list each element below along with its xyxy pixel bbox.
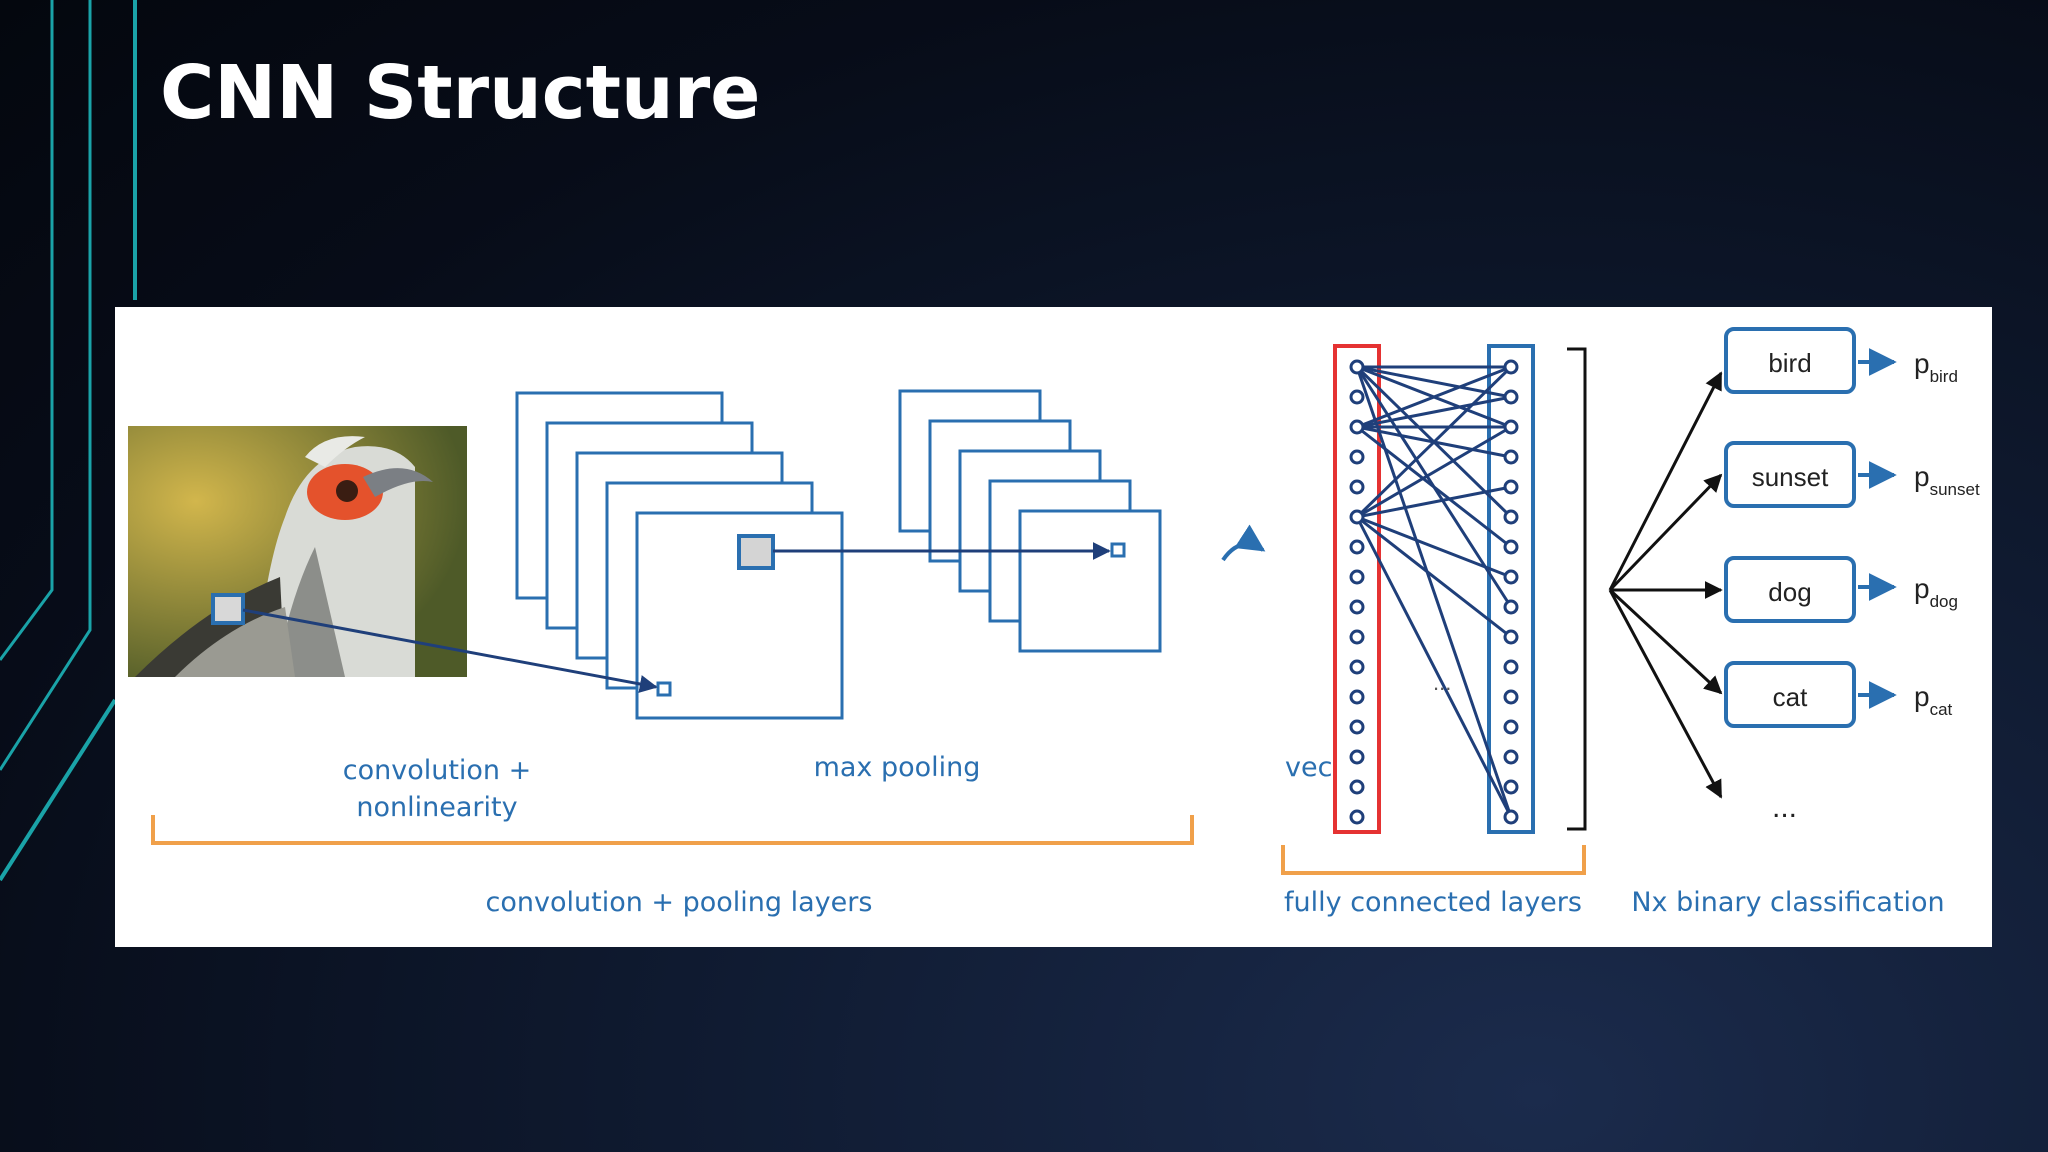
fan-arrow-more xyxy=(1608,589,1723,799)
conv-receptive-field xyxy=(737,534,775,570)
deco-line-1 xyxy=(0,0,54,661)
hidden-node xyxy=(1503,479,1519,495)
hidden-node xyxy=(1503,359,1519,375)
prob-label-dog: pdog xyxy=(1914,573,1958,611)
vec-node xyxy=(1349,659,1365,675)
vec-node xyxy=(1349,389,1365,405)
fc-ellipsis: ... xyxy=(1433,670,1451,695)
fc-nodes xyxy=(1349,359,1519,825)
classes-ellipsis: ... xyxy=(1772,791,1797,824)
fc-connections xyxy=(1355,365,1513,818)
fan-arrow-sunset xyxy=(1608,473,1723,592)
vec-layer-box xyxy=(1333,344,1381,834)
fc-connection-line xyxy=(1356,365,1512,399)
class-box-sunset: sunset psunset xyxy=(1724,441,1980,508)
deco-line-4 xyxy=(0,698,117,882)
conv-feature-maps xyxy=(515,391,844,720)
slide-title: CNN Structure xyxy=(160,50,761,136)
vec-node xyxy=(1349,449,1365,465)
hidden-node xyxy=(1503,449,1519,465)
fc-connection-line xyxy=(1356,515,1512,579)
vec-node xyxy=(1349,479,1365,495)
fc-bracket xyxy=(1281,845,1586,875)
fc-connection-line xyxy=(1356,515,1512,639)
hidden-node xyxy=(1503,749,1519,765)
prob-label-sunset: psunset xyxy=(1914,461,1980,499)
label-vec: vec xyxy=(1285,752,1332,783)
vec-node xyxy=(1349,749,1365,765)
vec-node xyxy=(1349,569,1365,585)
fc-connection-line xyxy=(1356,425,1512,519)
vec-node xyxy=(1349,809,1365,825)
conv-pool-bracket xyxy=(151,815,1194,845)
label-fc-layers: fully connected layers xyxy=(1284,887,1582,918)
fc-connection-line xyxy=(1355,366,1513,818)
deco-line-2 xyxy=(0,0,92,771)
hidden-node xyxy=(1503,809,1519,825)
prob-label-bird: pbird xyxy=(1914,348,1958,386)
class-label-cat: cat xyxy=(1773,682,1808,712)
input-bird-image xyxy=(128,426,467,677)
vec-node xyxy=(1349,719,1365,735)
input-to-conv-arrow xyxy=(242,608,658,693)
flatten-arrow xyxy=(1221,524,1266,562)
hidden-node xyxy=(1503,509,1519,525)
hidden-node xyxy=(1503,689,1519,705)
label-convolution: convolution + xyxy=(343,755,532,786)
conv-target-cell xyxy=(656,681,672,697)
fan-arrow-cat xyxy=(1608,588,1723,695)
hidden-node xyxy=(1503,539,1519,555)
fan-arrow-bird xyxy=(1608,371,1723,591)
class-label-bird: bird xyxy=(1768,348,1811,378)
vec-node xyxy=(1349,689,1365,705)
hidden-node xyxy=(1503,779,1519,795)
fc-connection-line xyxy=(1356,485,1512,519)
fan-out-arrows xyxy=(1608,371,1723,799)
label-max-pooling: max pooling xyxy=(814,752,981,783)
class-box-bird: bird pbird xyxy=(1724,327,1958,394)
prob-label-cat: pcat xyxy=(1914,681,1953,719)
fc-connection-line xyxy=(1356,425,1512,549)
fc-connection-line xyxy=(1356,395,1512,429)
fc-connection-line xyxy=(1356,365,1512,429)
cnn-diagram: ... bird pbird sunset psunset dog xyxy=(128,327,1980,918)
hidden-node xyxy=(1503,719,1519,735)
hidden-node xyxy=(1503,599,1519,615)
vec-node xyxy=(1349,419,1365,435)
label-nonlinearity: nonlinearity xyxy=(356,792,517,823)
class-box-dog: dog pdog xyxy=(1724,556,1958,623)
pool-map-5 xyxy=(1018,509,1162,653)
class-label-sunset: sunset xyxy=(1752,462,1829,492)
vec-node xyxy=(1349,779,1365,795)
hidden-node xyxy=(1503,629,1519,645)
hidden-node xyxy=(1503,659,1519,675)
vec-node xyxy=(1349,359,1365,375)
vec-node xyxy=(1349,599,1365,615)
hidden-layer-box xyxy=(1487,344,1535,834)
label-conv-pool-layers: convolution + pooling layers xyxy=(486,887,873,918)
pool-target-cell xyxy=(1110,542,1126,558)
vec-node xyxy=(1349,629,1365,645)
class-label-dog: dog xyxy=(1768,577,1811,607)
pooling-feature-maps xyxy=(898,389,1162,653)
vec-node xyxy=(1349,509,1365,525)
cnn-diagram-panel: ... bird pbird sunset psunset dog xyxy=(115,307,1992,947)
label-nx-binary: Nx binary classification xyxy=(1631,887,1944,918)
vec-node xyxy=(1349,539,1365,555)
hidden-node xyxy=(1503,389,1519,405)
hidden-node xyxy=(1503,419,1519,435)
input-receptive-field xyxy=(211,593,245,625)
fc-connection-line xyxy=(1355,516,1513,818)
hidden-node xyxy=(1503,569,1519,585)
right-bracket xyxy=(1567,347,1587,831)
class-box-cat: cat pcat xyxy=(1724,661,1953,728)
